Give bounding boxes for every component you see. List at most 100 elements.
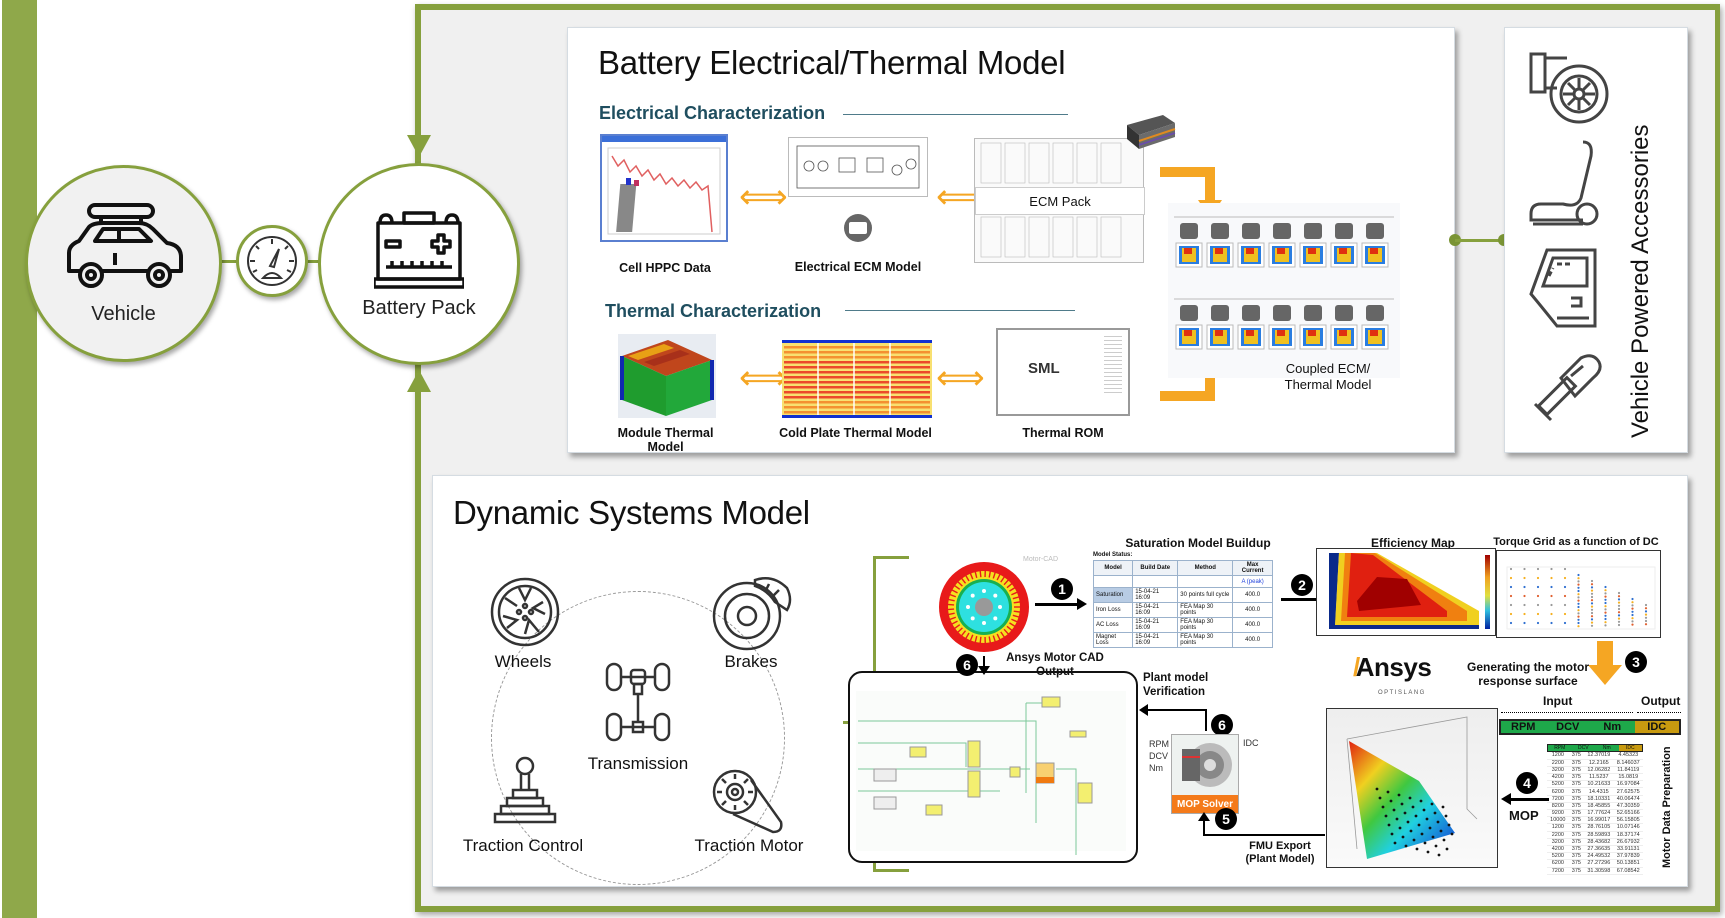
response-surface-plot[interactable]	[1326, 708, 1498, 868]
surface-point	[1445, 847, 1449, 851]
rotor-hole	[993, 593, 998, 598]
table-cell: 400.0	[1232, 617, 1273, 633]
stator-tooth	[1000, 573, 1007, 583]
io-dcv: DCV	[1545, 721, 1590, 733]
table-cell: 375	[1568, 831, 1585, 839]
table-cell: 375	[1568, 752, 1585, 760]
table-cell: 400.0	[1232, 632, 1273, 648]
traction-control-label: Traction Control	[462, 836, 584, 855]
rotor-hole	[998, 605, 1002, 609]
double-arrow-icon: ⟺	[739, 359, 788, 397]
shaft	[975, 598, 993, 616]
torque-point	[1617, 623, 1621, 627]
step-badge: 6	[1211, 714, 1233, 736]
speedometer-node[interactable]	[236, 225, 308, 297]
ecm-circuit-thumbnail[interactable]	[788, 137, 928, 197]
ecm-pack-thumbnail[interactable]: ECM Pack	[974, 138, 1145, 263]
cell-hppc-chart-thumbnail[interactable]	[600, 134, 728, 242]
table-cell: 2200	[1547, 759, 1569, 767]
io-header: RPM DCV Nm IDC	[1499, 719, 1681, 735]
cold-plate-channel	[784, 346, 930, 349]
thermal-core	[1184, 248, 1192, 254]
thermal-core	[1215, 248, 1223, 254]
table-cell: 27.27296	[1584, 859, 1614, 868]
surface-point	[1411, 805, 1415, 809]
torque-point	[1577, 625, 1580, 628]
torque-grid-chart[interactable]	[1496, 550, 1661, 638]
car-door-icon	[1529, 248, 1597, 328]
mop-solver-block[interactable]: MOP Solver	[1171, 734, 1239, 814]
torque-point	[1644, 613, 1648, 616]
sml-label: SML	[1028, 360, 1060, 377]
torque-point	[1590, 605, 1594, 608]
battery-pack-node[interactable]: Battery Pack	[318, 163, 520, 365]
table-cell: 31.30598	[1584, 867, 1614, 875]
coupled-model-thumbnail[interactable]	[1168, 203, 1400, 378]
cold-plate-channel	[784, 386, 930, 389]
table-header: Model	[1092, 560, 1134, 576]
torque-point	[1631, 623, 1634, 626]
cold-plate-channel	[784, 411, 930, 414]
transmission-label: Transmission	[587, 754, 689, 773]
car-seat-icon	[1529, 140, 1599, 226]
torque-point	[1644, 603, 1648, 607]
table-cell: 375	[1568, 823, 1585, 832]
cold-plate-caption: Cold Plate Thermal Model	[779, 426, 932, 440]
surface-point	[1414, 814, 1418, 818]
vehicle-node[interactable]: Vehicle	[25, 165, 222, 362]
torque-point	[1604, 614, 1607, 617]
table-cell: 28.76105	[1584, 823, 1614, 832]
torque-point	[1577, 615, 1580, 618]
table-header: Build Date	[1132, 560, 1179, 576]
torque-point	[1590, 583, 1594, 586]
motor-cad-tag: Motor-CAD	[1023, 556, 1059, 563]
torque-point	[1617, 601, 1621, 604]
module-thermal-thumbnail[interactable]	[618, 334, 716, 418]
plant-model-canvas[interactable]	[848, 671, 1138, 863]
table-cell: 28.59893	[1584, 831, 1614, 839]
module-thermal-caption: Module Thermal Model	[617, 426, 714, 454]
thermal-core	[1339, 248, 1347, 254]
surface-point	[1436, 820, 1440, 824]
table-cell: 12.37019	[1584, 752, 1614, 760]
table-cell: 375	[1568, 838, 1585, 846]
stator-tooth	[946, 592, 957, 598]
cold-plate-thumbnail[interactable]	[782, 340, 932, 418]
torque-point	[1644, 610, 1648, 613]
table-cell	[1092, 575, 1134, 588]
table-cell: 37.97839	[1613, 852, 1643, 861]
step4-arrow	[1509, 798, 1549, 801]
cell-icon	[1335, 223, 1353, 239]
efficiency-map-chart[interactable]	[1316, 548, 1496, 636]
motor-cad-rotor[interactable]	[938, 561, 1030, 653]
table-cell: 375	[1568, 845, 1585, 854]
torque-point	[1577, 605, 1580, 609]
table-cell: 375	[1568, 766, 1585, 775]
torque-point	[1523, 612, 1526, 616]
efficiency-map-title: Efficiency Map	[1370, 536, 1456, 550]
surface-point	[1401, 835, 1405, 839]
connector-top	[417, 4, 421, 144]
table-cell: 6200	[1547, 859, 1569, 868]
stator-tooth	[1011, 590, 1021, 596]
stator-tooth	[1013, 610, 1024, 614]
thermal-rom-thumbnail[interactable]: SML	[996, 328, 1130, 416]
table-cell: 400.0	[1232, 602, 1273, 618]
thermal-core	[1308, 330, 1316, 336]
table-cell: 26.67932	[1613, 838, 1643, 846]
surface-point	[1404, 844, 1408, 848]
io-rpm: RPM	[1501, 721, 1546, 733]
table-cell: 11.84119	[1613, 766, 1643, 775]
surface-point	[1398, 826, 1402, 830]
drivetrain-icon	[605, 662, 671, 742]
thermal-core	[1370, 248, 1378, 254]
table-cell: 9200	[1547, 809, 1569, 818]
surface-point	[1406, 820, 1410, 824]
battery-model-panel: Battery Electrical/Thermal Model Electri…	[567, 27, 1455, 454]
stator-tooth	[948, 587, 958, 594]
